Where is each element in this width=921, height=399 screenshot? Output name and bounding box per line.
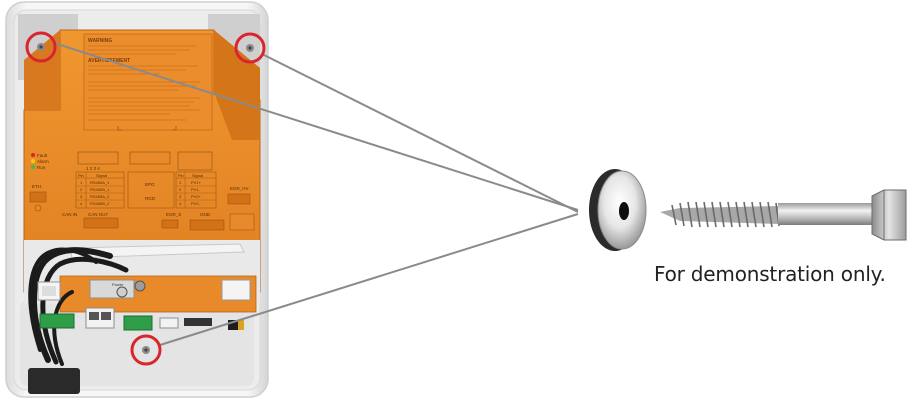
run-led-icon	[31, 165, 35, 169]
screw-hole-icon	[142, 346, 150, 354]
svg-text:RS485B_1: RS485B_1	[90, 187, 110, 192]
connector1-pins: 1 2 3 4	[86, 166, 100, 171]
power-knob	[117, 287, 127, 297]
fault-label: Fault	[37, 153, 48, 158]
demo-caption: For demonstration only.	[654, 262, 886, 286]
svg-text:PV2-: PV2-	[191, 201, 201, 206]
egr-hv-label: EGR_HV	[230, 186, 249, 191]
rgd-label: RGD	[145, 196, 156, 201]
alarm-label: Alarm	[37, 159, 49, 164]
svg-text:Pin: Pin	[78, 173, 84, 178]
gnd-label: GND	[200, 212, 211, 217]
epo-label: EPO	[145, 182, 155, 187]
can-out-label: CAN OUT	[88, 212, 109, 217]
leader-line-top-right	[262, 54, 578, 212]
run-label: Run	[37, 165, 46, 170]
egr-s-label: EGR_S	[166, 212, 181, 217]
svg-text:Pin: Pin	[178, 173, 184, 178]
washer-icon	[589, 169, 646, 251]
screw-hole-icon	[246, 44, 254, 52]
svg-text:RS485A_2: RS485A_2	[90, 194, 110, 199]
cable-gland	[28, 368, 80, 394]
alarm-led-icon	[31, 159, 35, 163]
terminal-block-1	[40, 314, 74, 328]
svg-text:PV1+: PV1+	[191, 180, 202, 185]
screw-hole-icon	[37, 43, 45, 51]
svg-text:PV2+: PV2+	[191, 194, 202, 199]
terminal-block-2	[124, 316, 152, 330]
can-in-label: CAN IN	[62, 212, 77, 217]
lag-screw-icon	[660, 190, 906, 240]
svg-text:Signal: Signal	[192, 173, 203, 178]
eth-label: ETH	[32, 184, 41, 189]
svg-text:PV1-: PV1-	[191, 187, 201, 192]
power-label: Power	[112, 282, 124, 287]
fault-led-icon	[31, 153, 35, 157]
svg-text:Signal: Signal	[96, 173, 107, 178]
warning-title: WARNING	[88, 38, 112, 44]
svg-text:RS485A_1: RS485A_1	[90, 180, 110, 185]
svg-text:RS485B_2: RS485B_2	[90, 201, 110, 206]
